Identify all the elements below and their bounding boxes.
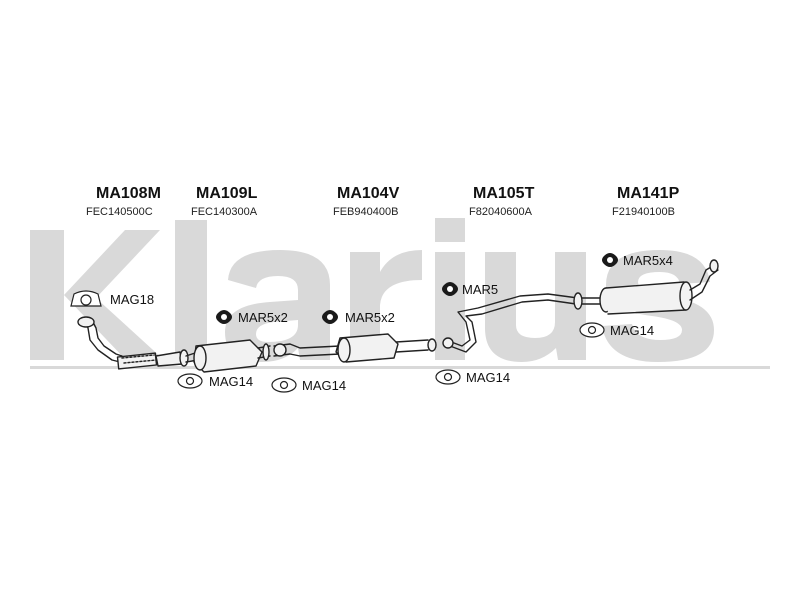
- callout-label-mar5x4: MAR5x4: [623, 253, 673, 268]
- rubber-mount-icon: [322, 310, 338, 324]
- gasket-icon: [435, 369, 461, 385]
- part-ref-5: F21940100B: [612, 206, 675, 218]
- callout-label-mar5: MAR5: [462, 282, 499, 297]
- part-code-1: MA108M: [96, 185, 161, 202]
- callout-label-mag14-rear: MAG14: [610, 323, 655, 338]
- part-code-4: MA105T: [473, 185, 535, 202]
- rubber-mount-icon: [602, 253, 618, 267]
- callout-label-mag14-mid: MAG14: [302, 378, 347, 393]
- callout-label-mag18: MAG18: [110, 292, 155, 307]
- callout-label-mar5x2-b: MAR5x2: [345, 310, 395, 325]
- rubber-mount-icon: [442, 282, 458, 296]
- centre-silencer-ma109l: [185, 339, 271, 373]
- part-ref-1: FEC140500C: [86, 206, 153, 218]
- part-code-3: MA104V: [337, 185, 400, 202]
- gasket-icon: [271, 377, 297, 393]
- rear-pipe-ma104v: [273, 333, 437, 363]
- gasket-icon: [177, 373, 203, 389]
- callout-label-mag14-front: MAG14: [209, 374, 254, 389]
- rear-silencer-ma141p: [599, 259, 719, 315]
- part-ref-2: FEC140300A: [191, 206, 258, 218]
- part-ref-4: F82040600A: [469, 206, 532, 218]
- callout-label-mar5x2-a: MAR5x2: [238, 310, 288, 325]
- tail-pipe-ma105t: [442, 292, 601, 353]
- rubber-mount-icon: [216, 310, 232, 324]
- callout-label-mag14-tail: MAG14: [466, 370, 511, 385]
- front-pipe-ma108m: [77, 316, 189, 370]
- part-code-2: MA109L: [196, 185, 258, 202]
- gasket-icon: [579, 322, 605, 338]
- part-ref-3: FEB940400B: [333, 206, 399, 218]
- gasket-icon: [70, 290, 102, 307]
- part-code-5: MA141P: [617, 185, 680, 202]
